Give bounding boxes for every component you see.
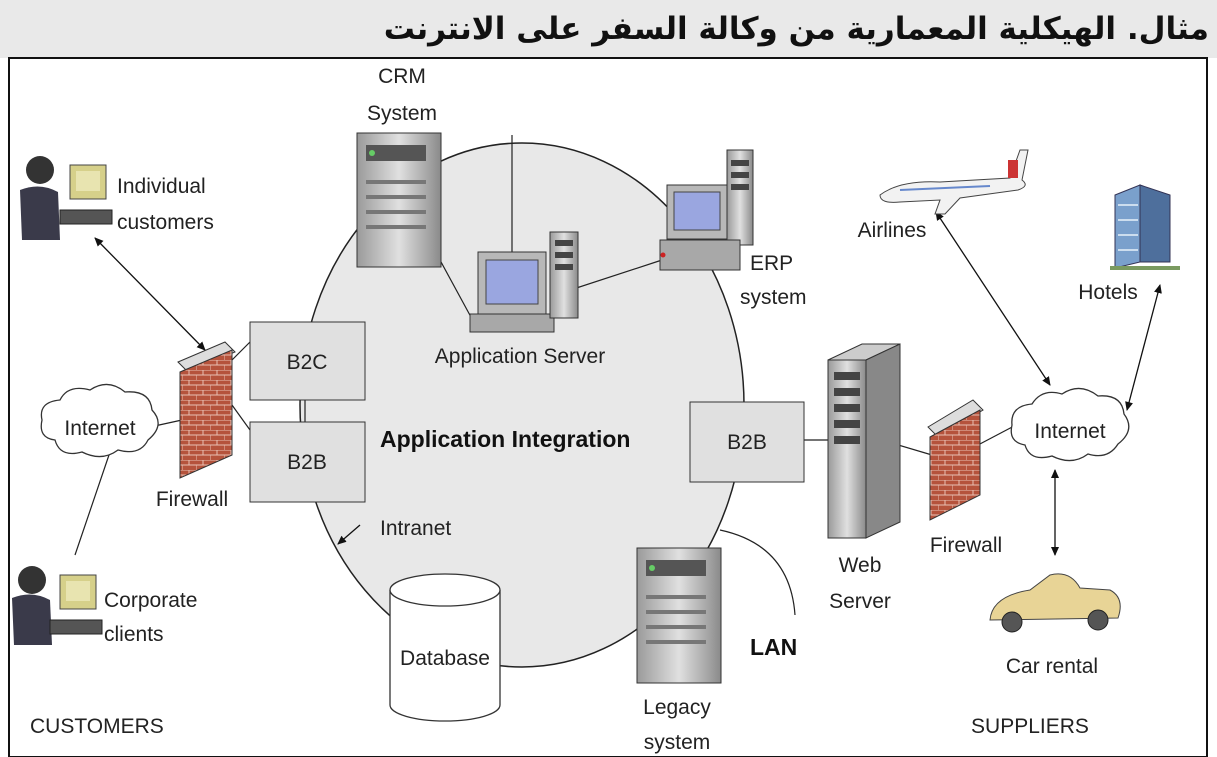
individual-customer-icon: [20, 156, 113, 240]
lan-label: LAN: [750, 634, 797, 660]
erp-label-line1: ERP: [750, 252, 793, 275]
car-rental-label: Car rental: [1006, 655, 1098, 678]
web-server-icon: [827, 343, 901, 539]
application-integration-label: Application Integration: [380, 426, 630, 452]
web-server-label-line1: Web: [839, 554, 882, 577]
hotels-label: Hotels: [1078, 281, 1138, 304]
b2c-box: [249, 321, 366, 401]
firewall-left-icon: [177, 341, 236, 479]
page-title: مثال. الهيكلية المعمارية من وكالة السفر …: [0, 0, 1217, 58]
airplane-icon: [879, 149, 1029, 215]
hotel-icon: [1110, 184, 1180, 270]
corporate-label-line2: clients: [104, 623, 164, 646]
intranet-label: Intranet: [380, 517, 451, 540]
erp-label-line2: system: [740, 286, 807, 309]
airlines-label: Airlines: [858, 219, 927, 242]
customers-label: CUSTOMERS: [30, 715, 164, 738]
individual-label-line2: customers: [117, 211, 214, 234]
corporate-label-line1: Corporate: [104, 589, 197, 612]
legacy-label-line1: Legacy: [643, 696, 711, 719]
b2b-right-box: [689, 401, 805, 483]
crm-label-line2: System: [367, 102, 437, 125]
legacy-server-icon: [636, 547, 722, 684]
application-server-icon: [469, 231, 579, 333]
arrows: [94, 211, 1162, 556]
internet-left-label: Internet: [64, 417, 135, 440]
b2b-left-box: [249, 421, 366, 503]
application-server-label: Application Server: [435, 345, 605, 368]
b2c-label: B2C: [287, 351, 328, 374]
erp-system-icon: [659, 149, 754, 271]
firewall-left-label: Firewall: [156, 488, 228, 511]
crm-server-icon: [356, 132, 442, 268]
web-server-label-line2: Server: [829, 590, 891, 613]
internet-cloud-right-icon: [1010, 387, 1130, 462]
b2b-left-label: B2B: [287, 451, 327, 474]
database-label: Database: [400, 647, 490, 670]
suppliers-label: SUPPLIERS: [971, 715, 1089, 738]
firewall-right-label: Firewall: [930, 534, 1002, 557]
car-icon: [989, 573, 1121, 633]
internet-cloud-left-icon: [40, 383, 159, 458]
legacy-label-line2: system: [644, 731, 711, 754]
internet-right-label: Internet: [1034, 420, 1105, 443]
firewall-right-icon: [927, 399, 984, 521]
database-icon: [389, 573, 501, 722]
corporate-client-icon: [12, 566, 103, 645]
crm-label-line1: CRM: [378, 65, 426, 88]
individual-label-line1: Individual: [117, 175, 206, 198]
b2b-right-label: B2B: [727, 431, 767, 454]
